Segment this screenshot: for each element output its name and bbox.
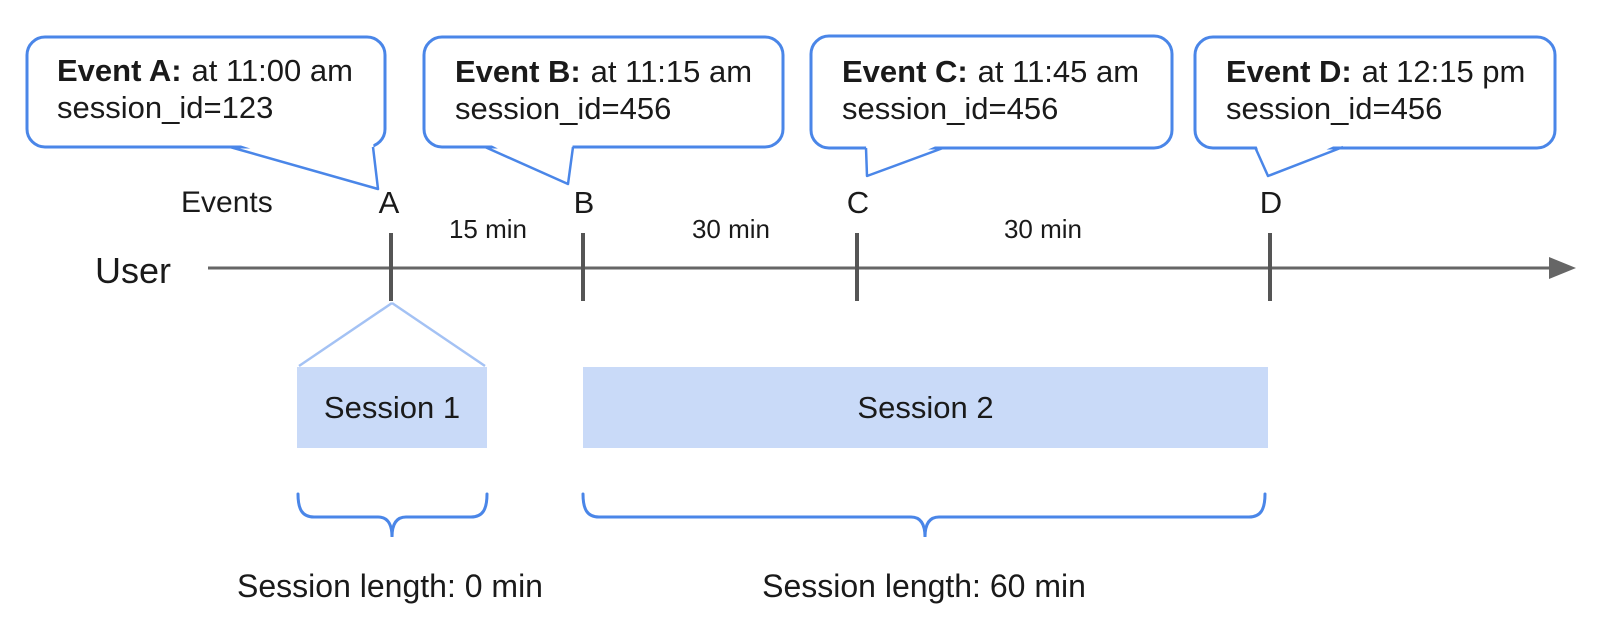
timeline-arrowhead-icon <box>1549 257 1576 279</box>
callout-b-box <box>422 35 785 149</box>
callout-a-time: at 11:00 am <box>191 53 353 88</box>
callout-d-tail-icon <box>1253 145 1344 178</box>
callout-d-title: Event D: <box>1226 54 1352 89</box>
callout-c-box <box>809 34 1174 150</box>
callout-a-line2: session_id=123 <box>57 90 274 125</box>
funnel-line-left <box>298 301 393 368</box>
session-1-box <box>297 367 487 448</box>
session-2-box <box>583 367 1268 448</box>
session-1-length-label: Session length: 0 min <box>237 568 543 604</box>
callout-d-text: Event D: at 12:15 pm session_id=456 <box>1226 53 1525 127</box>
callout-c-text: Event C: at 11:45 am session_id=456 <box>842 53 1139 127</box>
callout-bubble-d <box>1193 35 1557 178</box>
callout-a-tail-icon <box>229 145 380 191</box>
callout-b-tail-fill <box>485 142 573 184</box>
event-letter-a: A <box>378 185 400 220</box>
callout-b-title: Event B: <box>455 54 581 89</box>
callout-c-time: at 11:45 am <box>977 54 1140 89</box>
session-1-label: Session 1 <box>323 390 461 425</box>
callout-c-tail-icon <box>864 146 944 178</box>
callout-a-text: Event A: at 11:00 am session_id=123 <box>57 52 353 126</box>
callout-c-title: Event C: <box>842 54 968 89</box>
callout-d-box <box>1193 35 1557 150</box>
event-letter-b: B <box>573 185 595 220</box>
event-letter-c: C <box>846 185 870 220</box>
callout-d-line1: Event D: at 12:15 pm <box>1226 53 1525 90</box>
callout-d-time: at 12:15 pm <box>1361 54 1526 89</box>
callout-bubble-a <box>25 35 387 191</box>
event-letter-d: D <box>1259 185 1283 220</box>
callout-bubble-c <box>809 34 1174 178</box>
session-2-brace-icon <box>581 492 1267 538</box>
callout-b-line2: session_id=456 <box>455 91 672 126</box>
callout-d-line2: session_id=456 <box>1226 91 1443 126</box>
gap-label-b-c: 30 min <box>691 214 771 244</box>
callout-c-tail-fill <box>866 143 943 176</box>
callout-a-line1: Event A: at 11:00 am <box>57 52 353 89</box>
callout-b-tail-icon <box>484 145 575 186</box>
callout-a-box <box>25 35 387 149</box>
user-axis-label: User <box>95 250 172 291</box>
session-2-label: Session 2 <box>857 390 994 425</box>
session-1-brace-icon <box>296 492 489 538</box>
callout-a-title: Event A: <box>57 53 182 88</box>
session-2-length-label: Session length: 60 min <box>762 568 1086 604</box>
callout-bubble-b <box>422 35 785 186</box>
events-axis-label: Events <box>181 186 273 219</box>
callout-b-line1: Event B: at 11:15 am <box>455 53 752 90</box>
callout-d-tail-fill <box>1255 142 1343 176</box>
callout-c-line2: session_id=456 <box>842 91 1059 126</box>
callout-b-time: at 11:15 am <box>590 54 753 89</box>
callout-b-text: Event B: at 11:15 am session_id=456 <box>455 53 752 127</box>
funnel-line-right <box>391 301 486 368</box>
gap-label-c-d: 30 min <box>1003 214 1083 244</box>
callout-c-line1: Event C: at 11:45 am <box>842 53 1139 90</box>
gap-label-a-b: 15 min <box>448 214 528 244</box>
